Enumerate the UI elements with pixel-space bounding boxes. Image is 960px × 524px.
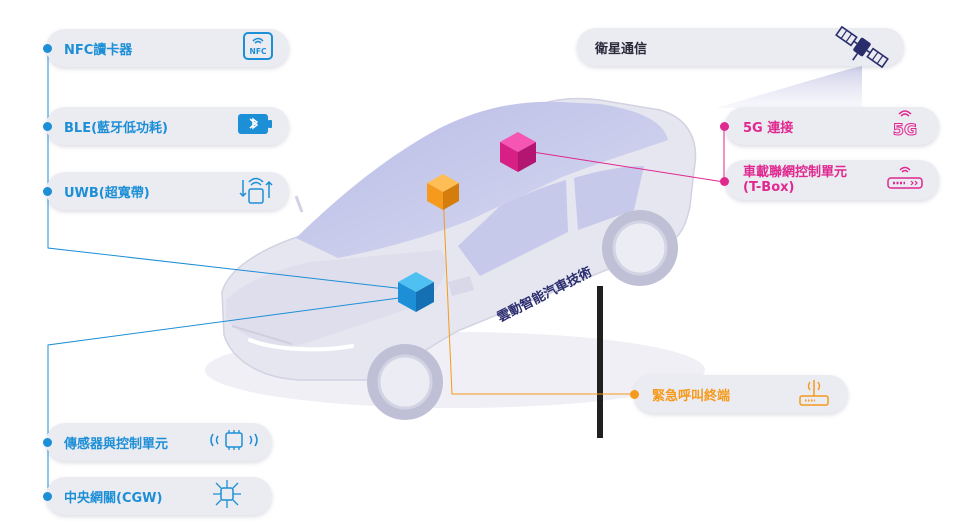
pill-tbox: 車載聯網控制單元 (T-Box) bbox=[725, 160, 939, 200]
pill-cgw: 中央網關(CGW) bbox=[46, 477, 272, 515]
magenta-connectors bbox=[519, 126, 725, 183]
orange-cube bbox=[427, 174, 459, 210]
orange-connectors bbox=[442, 191, 636, 395]
dot-ecall bbox=[630, 390, 639, 399]
pole bbox=[597, 286, 603, 438]
pill-sensor: 傳感器與控制單元 bbox=[46, 423, 272, 461]
satellite-icon bbox=[832, 23, 892, 75]
uwb-icon bbox=[239, 172, 273, 210]
router-icon bbox=[885, 164, 925, 196]
chip-icon bbox=[208, 427, 260, 457]
pill-ble: BLE(藍牙低功耗) bbox=[46, 107, 289, 145]
dot-tbox bbox=[720, 177, 729, 186]
tbox-label: 車載聯網控制單元 (T-Box) bbox=[743, 165, 847, 195]
dot-ble bbox=[43, 122, 52, 131]
blue-cube bbox=[398, 272, 434, 312]
dot-sensor bbox=[43, 438, 52, 447]
sensor-label: 傳感器與控制單元 bbox=[64, 436, 169, 452]
car-illustration bbox=[221, 97, 697, 420]
antenna-icon bbox=[796, 376, 832, 412]
dot-cgw bbox=[43, 492, 52, 501]
satellite-beam bbox=[716, 66, 862, 108]
pill-5g: 5G 連接 5G bbox=[725, 107, 939, 145]
ecall-label: 緊急呼叫終端 bbox=[652, 388, 731, 404]
dot-nfc bbox=[43, 44, 52, 53]
dot-5g bbox=[720, 122, 729, 131]
pill-nfc: NFC讀卡器 NFC bbox=[46, 29, 289, 67]
cgw-label: 中央網關(CGW) bbox=[64, 490, 163, 506]
magenta-cube bbox=[500, 132, 536, 172]
pill-satellite: 衛星通信 bbox=[577, 25, 904, 69]
nfc-label: NFC讀卡器 bbox=[64, 42, 133, 58]
5g-icon: 5G bbox=[887, 108, 923, 144]
gateway-icon bbox=[212, 479, 242, 513]
svg-text:NFC: NFC bbox=[250, 47, 267, 56]
bluetooth-icon bbox=[237, 113, 273, 139]
5g-label: 5G 連接 bbox=[743, 120, 794, 136]
tbox-label-line1: 車載聯網控制單元 bbox=[743, 165, 848, 180]
dot-uwb bbox=[43, 187, 52, 196]
svg-text:5G: 5G bbox=[893, 120, 917, 139]
pill-uwb: UWB(超寬帶) bbox=[46, 172, 289, 210]
nfc-icon: NFC bbox=[243, 32, 273, 64]
ble-label: BLE(藍牙低功耗) bbox=[64, 120, 168, 136]
tbox-label-line2: (T-Box) bbox=[743, 180, 795, 195]
pill-ecall: 緊急呼叫終端 bbox=[634, 375, 848, 413]
satellite-label: 衛星通信 bbox=[595, 41, 648, 57]
uwb-label: UWB(超寬帶) bbox=[64, 185, 150, 201]
